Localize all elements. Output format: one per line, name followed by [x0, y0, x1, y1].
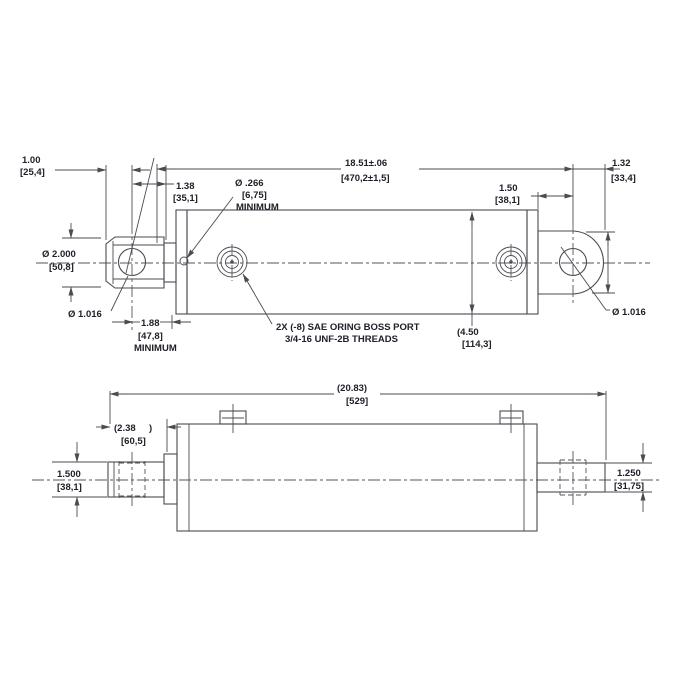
dim-rod-face-to-pin: 1.00 [25,4]: [20, 155, 150, 240]
dim-1-88-note: MINIMUM: [134, 343, 177, 354]
rod-eye-block: [105, 157, 165, 330]
rod-eye-plan: [107, 452, 165, 508]
dim-20-83-mm: [529]: [346, 396, 368, 407]
dim-266-note: MINIMUM: [236, 202, 279, 213]
port-boss-2: [499, 404, 524, 433]
dim-1-500-in: 1.500: [57, 469, 81, 480]
dim-barrel-od: (4.50 [114,3]: [457, 211, 492, 350]
dim-266-in: Ø .266: [235, 178, 264, 189]
dim-1-50-mm: [38,1]: [495, 195, 520, 206]
cap-eye-leader-line: [560, 246, 607, 311]
dim-18-51-mm: [470,2±1,5]: [341, 173, 390, 184]
dim-2-000-mm: [50,8]: [49, 262, 74, 273]
label-cap-eye-bore: Ø 1.016: [606, 307, 646, 318]
dim-20-83-in: (20.83): [337, 383, 367, 394]
label-bleed-hole: Ø .266 [6,75] MINIMUM: [186, 178, 279, 259]
dim-1-88-in: 1.88: [141, 318, 160, 329]
dim-1-016-rod: Ø 1.016: [68, 309, 102, 320]
dim-1-250-in: 1.250: [617, 468, 641, 479]
port-boss-1: [219, 404, 247, 433]
port-note-line2: 3/4-16 UNF-2B THREADS: [285, 334, 398, 345]
dim-2-38-paren: ): [149, 423, 152, 434]
dim-1-88-mm: [47,8]: [138, 331, 163, 342]
dim-eye-boss-od: Ø 2.000 [50,8]: [42, 223, 101, 302]
dim-2-000-in: Ø 2.000: [42, 249, 76, 260]
dim-pin-to-rod-end: 1.38 [35,1]: [132, 165, 198, 240]
dim-1-38-mm: [35,1]: [173, 193, 198, 204]
dim-1-38-in: 1.38: [176, 181, 195, 192]
dim-cap-eye-width: 1.250 [31,75]: [597, 443, 652, 512]
dim-4-50-mm: [114,3]: [462, 339, 492, 350]
port-note-line1: 2X (-8) SAE ORING BOSS PORT: [276, 322, 420, 333]
dim-4-50-in: (4.50: [457, 327, 479, 338]
dim-pin-to-lug-end: 1.32 [33,4]: [572, 158, 636, 230]
dim-1-32-mm: [33,4]: [611, 173, 636, 184]
dim-lug-height: [586, 231, 615, 294]
label-rod-eye-bore: Ø 1.016: [68, 275, 129, 320]
dim-2-38-mm: [60,5]: [121, 436, 146, 447]
dim-1-250-mm: [31,75]: [614, 481, 644, 492]
dim-1-500-mm: [38,1]: [57, 482, 82, 493]
dim-18-51-in: 18.51±.06: [345, 158, 387, 169]
dim-eye-to-step: (2.38 ) [60,5]: [96, 419, 181, 452]
dim-1-50-in: 1.50: [499, 183, 518, 194]
cap-eye-plan: [536, 451, 606, 505]
dim-cap-face-to-pin: 1.50 [38,1]: [495, 183, 574, 209]
dim-1-00-in: 1.00: [22, 155, 41, 166]
dim-pin-to-gland: 1.88 [47,8] MINIMUM: [112, 315, 191, 354]
top-view: 1.00 [25,4] 1.38 [35,1] 18.51±.06 [470,2…: [20, 155, 650, 354]
dim-retracted-length: 18.51±.06 [470,2±1,5]: [156, 158, 605, 243]
dim-266-mm: [6,75]: [242, 190, 267, 201]
dim-2-38-in: (2.38: [114, 423, 136, 434]
dim-1-32-in: 1.32: [612, 158, 631, 169]
bottom-view: (20.83) [529] (2.38 ) [60,5] 1.500 [38,1…: [32, 383, 660, 532]
port-1: [216, 244, 248, 281]
cap-eye-lug: [537, 222, 607, 311]
dim-1-016-cap: Ø 1.016: [612, 307, 646, 318]
port-callout: 2X (-8) SAE ORING BOSS PORT 3/4-16 UNF-2…: [242, 273, 420, 345]
rod-eye-leader-line: [125, 157, 155, 274]
bleed-hole: [179, 256, 189, 266]
dim-1-00-mm: [25,4]: [20, 167, 45, 178]
dim-rod-eye-width: 1.500 [38,1]: [52, 442, 107, 517]
dim-overall-length: (20.83) [529]: [109, 383, 607, 460]
port-2: [495, 244, 527, 281]
